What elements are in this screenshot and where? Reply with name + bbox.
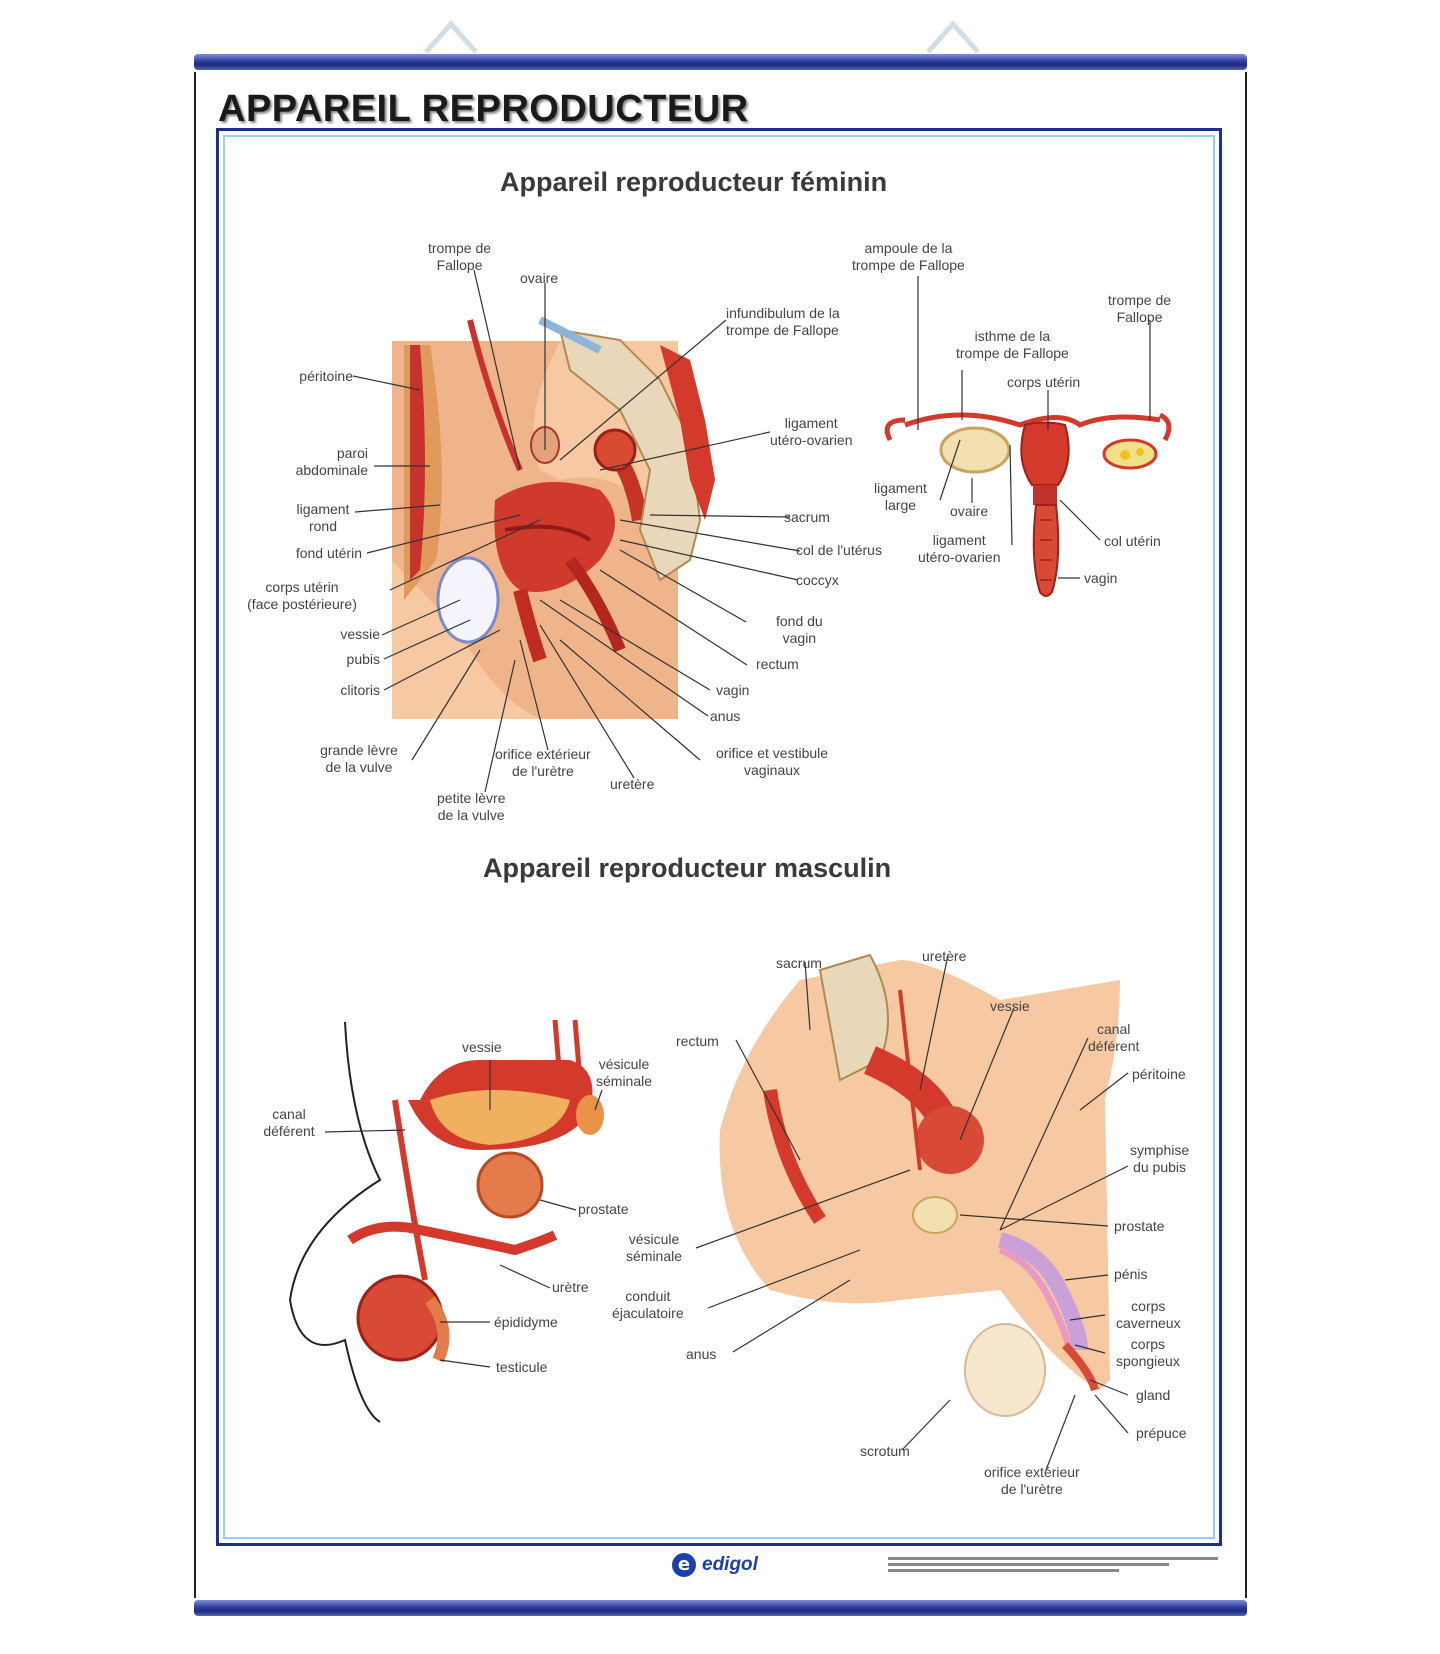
label-gland: gland [1136,1387,1171,1403]
label-clitoris: clitoris [340,682,380,698]
label-anus-f: anus [710,708,741,724]
male-section-title: Appareil reproducteur masculin [483,853,892,883]
label-peritoine-m: péritoine [1132,1066,1186,1082]
label-ovaire-2: ovaire [950,503,989,519]
label-rectum-f: rectum [756,656,799,672]
hanger-hook-left [424,20,478,54]
label-prostate-m1: prostate [578,1201,629,1217]
label-vagin-f: vagin [716,682,750,698]
content-frame-inner [223,135,1215,1539]
label-uretere-m: uretère [922,948,967,964]
content-frame [216,128,1222,1546]
label-corps-uterin-2: corps utérin [1007,374,1081,390]
label-vessie-m2: vessie [990,998,1030,1014]
publisher-name: edigol [702,1554,758,1575]
label-epididyme: épididyme [494,1314,558,1330]
publisher-logo: e edigol [672,1553,758,1577]
label-vessie-m1: vessie [462,1039,502,1055]
label-uretere-f: uretère [610,776,655,792]
poster-title: APPAREIL REPRODUCTEUR [218,88,749,130]
label-vessie-f: vessie [340,626,380,642]
label-coccyx: coccyx [796,572,839,588]
bottom-hanging-rod [194,1600,1247,1616]
hanger-hook-right [926,20,980,54]
female-section-title: Appareil reproducteur féminin [500,167,888,197]
label-peritoine: péritoine [299,368,353,384]
label-sacrum: sacrum [784,509,830,525]
label-ovaire: ovaire [520,270,559,286]
label-vagin-2: vagin [1084,570,1118,586]
label-uretre: urètre [552,1279,589,1295]
label-anus-m: anus [686,1346,717,1362]
label-pubis: pubis [346,651,380,667]
edigol-logo-icon: e [672,1553,696,1577]
label-col-uterin: col utérin [1104,533,1161,549]
label-prostate-m2: prostate [1114,1218,1165,1234]
label-fond-uterin: fond utérin [295,545,362,561]
label-testicule: testicule [496,1359,548,1375]
label-col-uterus: col de l'utérus [796,542,882,558]
label-prepuce: prépuce [1136,1425,1187,1441]
label-corps-uterin: corps utérin(face postérieure) [247,579,357,612]
label-sacrum-m: sacrum [776,955,822,971]
label-penis: pénis [1114,1266,1148,1282]
top-hanging-rod [194,54,1247,70]
label-rectum-m: rectum [676,1033,719,1049]
label-scrotum: scrotum [860,1443,910,1459]
copyright-fineprint [888,1554,1218,1584]
